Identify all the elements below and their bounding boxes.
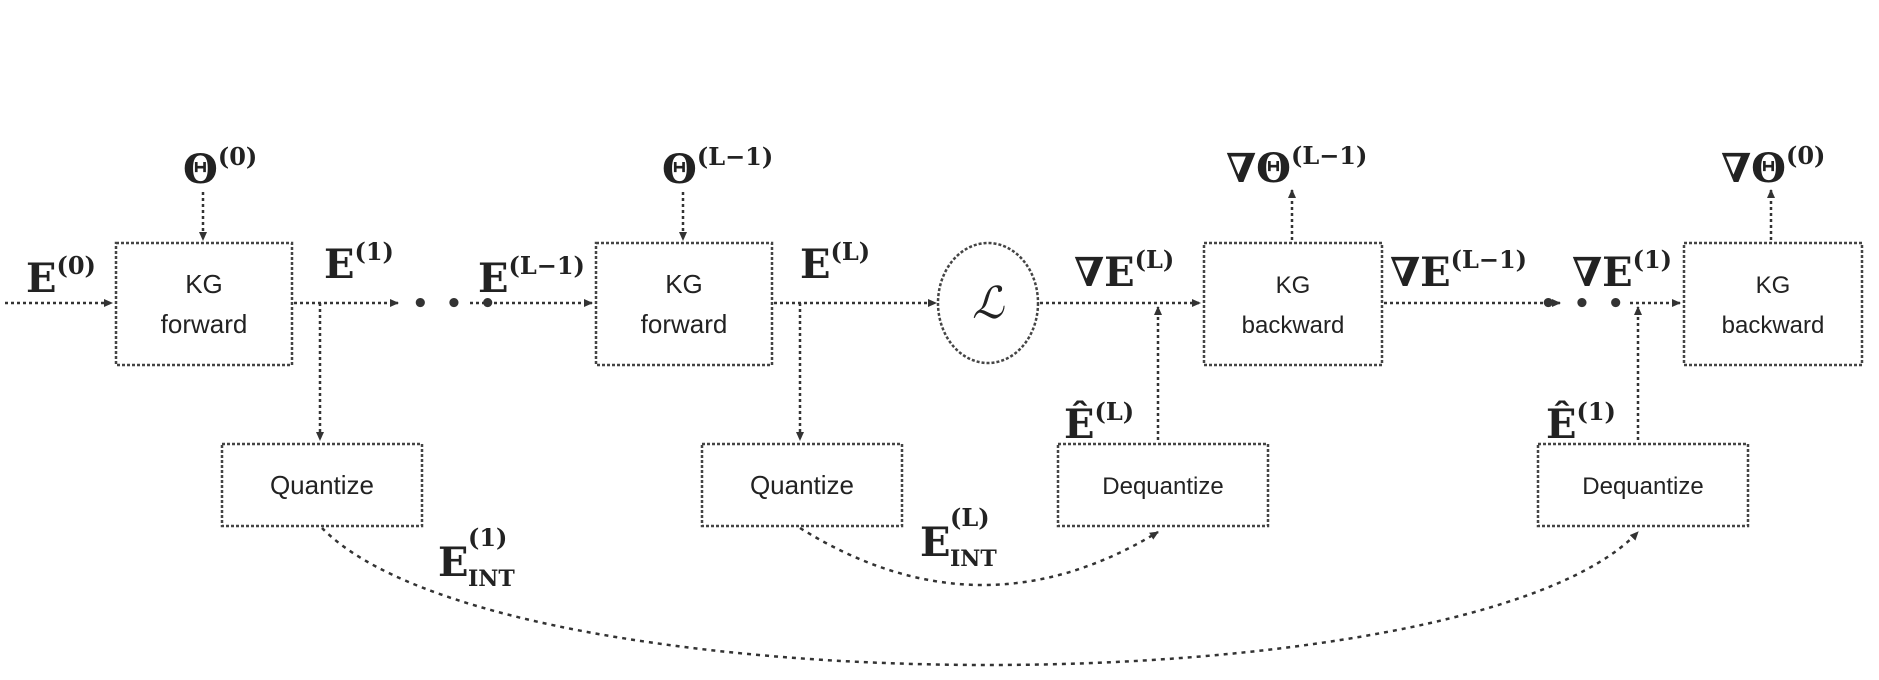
loss-symbol: ℒ bbox=[972, 278, 1005, 329]
label-E1: E(1) bbox=[324, 237, 394, 288]
svg-text:INT: INT bbox=[468, 566, 515, 592]
label-Ehat1: Ê(1) bbox=[1546, 397, 1616, 448]
quantize-1-label: Quantize bbox=[270, 470, 374, 500]
dequantize-L-label: Dequantize bbox=[1102, 473, 1223, 500]
label-EL: E(L) bbox=[800, 237, 870, 288]
label-gradE1: ∇E(1) bbox=[1572, 245, 1672, 296]
dequantize-1-label: Dequantize bbox=[1582, 473, 1703, 500]
quantize-L-label: Quantize bbox=[750, 470, 854, 500]
kg-backward-L-line2: backward bbox=[1242, 312, 1345, 339]
label-EhatL: Ê(L) bbox=[1064, 397, 1134, 448]
kg-forward-L-line1: KG bbox=[665, 269, 703, 299]
loss-node: ℒ bbox=[938, 243, 1038, 363]
kg-forward-block-1: KG forward bbox=[116, 243, 292, 365]
svg-text:E: E bbox=[920, 519, 951, 566]
quantize-block-L: Quantize bbox=[702, 444, 902, 526]
kg-backward-L-line1: KG bbox=[1276, 272, 1311, 299]
label-thetaLm1: Θ(L−1) bbox=[662, 142, 773, 193]
label-grad-thetaLm1: ∇Θ(L−1) bbox=[1226, 141, 1367, 192]
svg-text:(L): (L) bbox=[950, 503, 990, 532]
dequantize-block-1: Dequantize bbox=[1538, 444, 1748, 526]
dequantize-block-L: Dequantize bbox=[1058, 444, 1268, 526]
label-ELm1: E(L−1) bbox=[478, 251, 585, 302]
kg-forward-block-L: KG forward bbox=[596, 243, 772, 365]
quantize-block-1: Quantize bbox=[222, 444, 422, 526]
label-gradEL: ∇E(L) bbox=[1074, 245, 1174, 296]
kg-backward-block-1: KG backward bbox=[1684, 243, 1862, 365]
kg-backward-1-line1: KG bbox=[1756, 272, 1791, 299]
kg-forward-1-line2: forward bbox=[161, 309, 248, 339]
label-theta0: Θ(0) bbox=[183, 142, 257, 193]
svg-text:INT: INT bbox=[950, 546, 997, 572]
svg-text:E: E bbox=[438, 539, 469, 586]
label-gradELm1: ∇E(L−1) bbox=[1390, 245, 1527, 296]
kg-backward-block-L: KG backward bbox=[1204, 243, 1382, 365]
kg-forward-L-line2: forward bbox=[641, 309, 728, 339]
label-grad-theta0: ∇Θ(0) bbox=[1721, 141, 1825, 192]
label-E0: E(0) bbox=[26, 251, 96, 302]
label-Eint1: E (1) INT bbox=[438, 523, 515, 592]
kg-forward-1-line1: KG bbox=[185, 269, 223, 299]
svg-text:(1): (1) bbox=[468, 523, 507, 552]
label-EintL: E (L) INT bbox=[920, 503, 997, 572]
kg-backward-1-line2: backward bbox=[1722, 312, 1825, 339]
